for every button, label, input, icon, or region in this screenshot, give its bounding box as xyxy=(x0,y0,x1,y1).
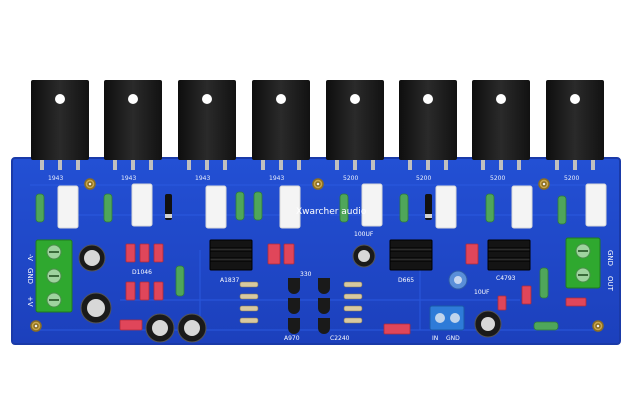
diodes xyxy=(165,194,432,220)
in-label: IN xyxy=(432,335,438,342)
input-terminal xyxy=(429,305,465,331)
transistor-label: 5200 xyxy=(343,175,358,182)
small-resistors-middle xyxy=(239,281,363,324)
electrolytic-capacitors xyxy=(78,244,502,343)
minus-v-label: -V xyxy=(26,254,34,261)
c4793-label: C4793 xyxy=(496,275,516,282)
transistor-label: 1943 xyxy=(121,175,136,182)
a970-label: A970 xyxy=(284,335,300,342)
gnd-left-label: GND xyxy=(26,268,34,284)
transistor-label: 1943 xyxy=(48,175,63,182)
gnd-input-label: GND xyxy=(446,335,460,342)
gnd-right-label: GND xyxy=(606,250,614,266)
driver-heatsinks xyxy=(209,239,531,271)
plus-v-label: +V xyxy=(26,296,34,307)
part-330-label: 330 xyxy=(300,271,312,278)
cap-100uf-label: 100UF xyxy=(354,231,374,238)
c2240-label: C2240 xyxy=(330,335,350,342)
d665-label: D665 xyxy=(398,277,414,284)
ceramic-resistors xyxy=(57,183,607,229)
transistor-8 xyxy=(546,80,604,170)
right-terminal-labels: GND OUT xyxy=(606,250,614,292)
transistor-label: 5200 xyxy=(490,175,505,182)
transistor-7 xyxy=(472,80,530,170)
cap-10uf-label: 10UF xyxy=(474,289,490,296)
d1046-label: D1046 xyxy=(132,269,152,276)
brand-text: Xwarcher audio xyxy=(296,207,367,217)
small-transistors xyxy=(288,278,330,334)
transistor-2 xyxy=(104,80,162,170)
transistor-label: 5200 xyxy=(416,175,431,182)
transistor-1 xyxy=(31,80,89,170)
transistor-label: 5200 xyxy=(564,175,579,182)
transistor-4 xyxy=(252,80,310,170)
part-labels: D1046 A1837 100UF 330 D665 C4793 10UF A9… xyxy=(132,231,516,342)
mounting-holes xyxy=(30,178,604,332)
power-transistors xyxy=(31,80,604,170)
transistor-3 xyxy=(178,80,236,170)
power-terminal-left xyxy=(35,239,73,313)
red-film-capacitors xyxy=(119,243,587,335)
a1837-label: A1837 xyxy=(220,277,240,284)
output-terminal-right xyxy=(565,237,601,289)
small-green-resistors xyxy=(35,191,567,331)
pcb-board xyxy=(11,157,621,345)
transistor-6 xyxy=(399,80,457,170)
transistor-label: 1943 xyxy=(269,175,284,182)
transistor-label: 1943 xyxy=(195,175,210,182)
left-terminal-labels: -V GND +V xyxy=(26,254,34,307)
out-label: OUT xyxy=(606,276,614,292)
transistor-5 xyxy=(326,80,384,170)
transistor-labels: 1943 1943 1943 1943 5200 5200 5200 5200 xyxy=(48,175,579,182)
